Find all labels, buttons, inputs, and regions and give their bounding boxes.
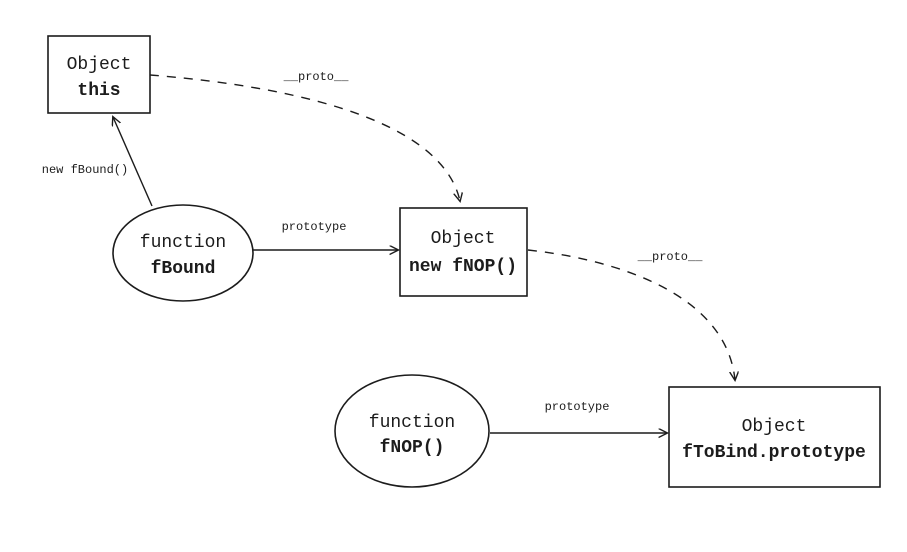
node-fbound-ellipse: function fBound (112, 204, 254, 302)
edge-new-fbound-label: new fBound() (42, 163, 128, 177)
edge-fbound-prototype-label: prototype (282, 220, 347, 234)
node-ftobind-box: Object fToBind.prototype (668, 386, 881, 488)
node-fnop-line2: fNOP() (380, 438, 445, 458)
node-new-fnop-box: Object new fNOP() (399, 207, 528, 297)
node-new-fnop-line1: Object (431, 229, 496, 249)
edge-this-proto-label: __proto__ (283, 70, 350, 84)
node-ftobind-line2: fToBind.prototype (682, 443, 866, 463)
node-fnop-ellipse: function fNOP() (334, 374, 490, 488)
edge-this-proto-arrow (149, 74, 460, 201)
node-ftobind-line1: Object (742, 417, 807, 437)
edge-newfnop-proto-arrow (527, 249, 735, 380)
node-this-line2: this (77, 81, 120, 101)
node-fbound-line1: function (140, 233, 226, 253)
edge-new-fbound-arrow (113, 117, 153, 207)
node-fbound-line2: fBound (151, 259, 216, 279)
node-this-line1: Object (67, 55, 132, 75)
node-new-fnop-line2: new fNOP() (409, 257, 517, 277)
edge-fnop-prototype-label: prototype (545, 400, 610, 414)
edge-newfnop-proto-label: __proto__ (637, 250, 704, 264)
node-fnop-line1: function (369, 413, 455, 433)
node-this-box: Object this (47, 35, 151, 114)
